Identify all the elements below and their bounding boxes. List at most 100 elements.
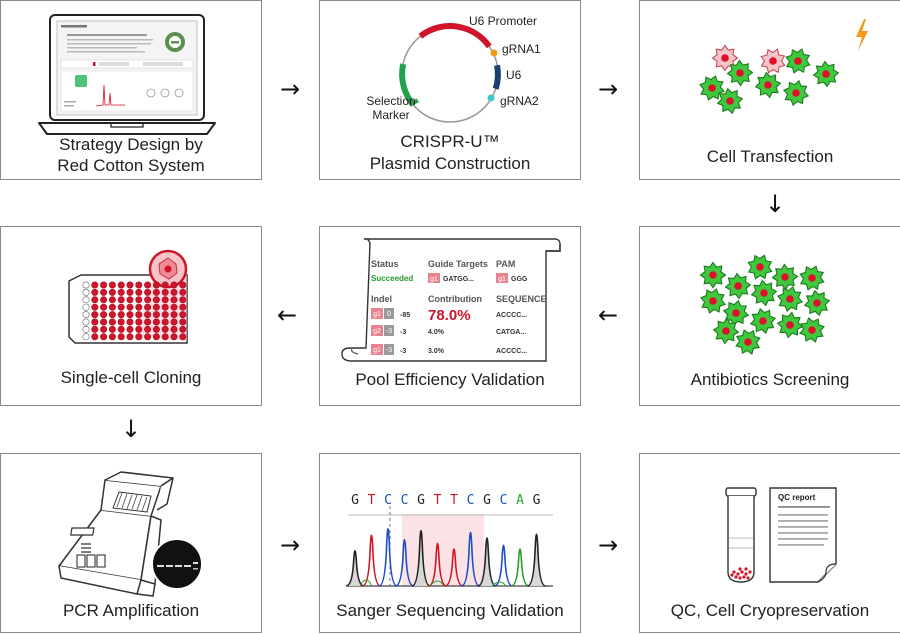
plate-well bbox=[108, 333, 116, 341]
plate-well bbox=[126, 325, 134, 333]
plate-well bbox=[117, 333, 125, 341]
trace-peak bbox=[461, 531, 480, 587]
plate-well bbox=[82, 303, 90, 311]
plate-well bbox=[126, 303, 134, 311]
arrow-right-1: → bbox=[280, 75, 301, 103]
base-label: G bbox=[417, 493, 425, 508]
svg-text:ACCCC...: ACCCC... bbox=[496, 348, 527, 355]
caption-qc: QC, Cell Cryopreservation bbox=[670, 601, 870, 620]
u6-promoter-segment bbox=[418, 23, 492, 49]
pam-value: GGG bbox=[511, 276, 528, 283]
plate-well bbox=[152, 318, 160, 326]
plate-well bbox=[91, 296, 99, 304]
plate-well bbox=[170, 325, 178, 333]
plate-well bbox=[170, 296, 178, 304]
arrow-right-4: → bbox=[598, 531, 619, 559]
plate-well bbox=[161, 333, 169, 341]
svg-text:CATGA...: CATGA... bbox=[496, 329, 526, 336]
plate-well bbox=[108, 325, 116, 333]
arrow-left-1: ← bbox=[277, 301, 298, 329]
plate-well bbox=[135, 333, 143, 341]
plate-well bbox=[108, 311, 116, 319]
plate-well bbox=[108, 296, 116, 304]
panel-qc-cryopreservation: QC report QC, Cell Cryopreservation bbox=[639, 453, 900, 633]
plate-well bbox=[152, 311, 160, 319]
plate-well bbox=[161, 311, 169, 319]
indel-header: Indel bbox=[371, 294, 392, 304]
plate-well bbox=[100, 311, 108, 319]
plate-well bbox=[161, 296, 169, 304]
base-label: A bbox=[516, 493, 524, 508]
well-plate bbox=[68, 249, 188, 344]
label-marker: Marker bbox=[372, 108, 409, 122]
caption-pcr: PCR Amplification bbox=[62, 601, 200, 620]
caption-antibiotics: Antibiotics Screening bbox=[690, 370, 850, 389]
plate-well bbox=[152, 281, 160, 289]
base-label: T bbox=[434, 493, 442, 508]
base-label: C bbox=[500, 493, 508, 508]
plate-well bbox=[179, 281, 187, 289]
plate-well bbox=[135, 311, 143, 319]
base-label: G bbox=[483, 493, 491, 508]
plate-well bbox=[82, 296, 90, 304]
lightning-icon bbox=[856, 19, 868, 51]
base-label: G bbox=[351, 493, 359, 508]
plate-well bbox=[100, 325, 108, 333]
svg-text:g1: g1 bbox=[373, 347, 381, 354]
base-label: G bbox=[533, 493, 541, 508]
plate-well bbox=[179, 318, 187, 326]
trace-peak bbox=[477, 537, 497, 587]
panel-strategy-design: Strategy Design by Red Cotton System bbox=[0, 0, 262, 180]
plate-well bbox=[152, 303, 160, 311]
cryovial-icon bbox=[727, 496, 755, 583]
pam-header: PAM bbox=[496, 259, 515, 269]
contribution-value-1: 78.0% bbox=[428, 307, 471, 324]
svg-text:-3: -3 bbox=[386, 347, 392, 354]
plate-well bbox=[170, 288, 178, 296]
caption-strategy-1: Strategy Design by bbox=[59, 135, 203, 154]
trace-peak bbox=[494, 544, 513, 587]
plate-well bbox=[170, 318, 178, 326]
svg-text:-3: -3 bbox=[386, 328, 392, 335]
plate-well bbox=[108, 303, 116, 311]
plate-well bbox=[179, 333, 187, 341]
plate-well bbox=[82, 281, 90, 289]
plate-well bbox=[117, 325, 125, 333]
plate-well bbox=[100, 318, 108, 326]
label-grna2: gRNA2 bbox=[500, 94, 539, 108]
trace-peak bbox=[395, 538, 414, 587]
plate-well bbox=[161, 303, 169, 311]
plate-well bbox=[117, 288, 125, 296]
report-scroll bbox=[341, 238, 561, 362]
pam-tag: g1 bbox=[498, 276, 506, 283]
panel-antibiotics-screening: Antibiotics Screening bbox=[639, 226, 900, 406]
base-label: C bbox=[467, 493, 475, 508]
label-u6-promoter: U6 Promoter bbox=[469, 14, 537, 28]
guide-tag: g1 bbox=[430, 276, 438, 283]
svg-text:ACCCC...: ACCCC... bbox=[496, 312, 527, 319]
plate-well bbox=[170, 311, 178, 319]
caption-strategy-2: Red Cotton System bbox=[57, 156, 205, 175]
plate-well bbox=[152, 296, 160, 304]
plate-well bbox=[144, 281, 152, 289]
panel-pool-efficiency: Status Succeeded Guide Targets g1 GATGG.… bbox=[319, 226, 581, 406]
plate-well bbox=[82, 333, 90, 341]
arrow-down-1: ↓ bbox=[765, 190, 786, 218]
plate-well bbox=[152, 325, 160, 333]
arrow-left-2: ← bbox=[598, 301, 619, 329]
grna1-marker bbox=[490, 49, 498, 57]
trace-peak bbox=[378, 527, 398, 587]
plasmid-map: U6 Promoter gRNA1 U6 gRNA2 Selection Mar… bbox=[366, 14, 541, 123]
plate-well bbox=[135, 303, 143, 311]
table-row: g1 0 -85 78.0% ACCCC... bbox=[371, 307, 527, 324]
pcr-machine bbox=[58, 471, 203, 597]
plate-well bbox=[91, 288, 99, 296]
plate-well bbox=[100, 333, 108, 341]
table-row: g2 -3 -3 4.0% CATGA... bbox=[371, 325, 526, 336]
plate-well bbox=[126, 288, 134, 296]
plate-well bbox=[82, 288, 90, 296]
caption-plasmid-2: Plasmid Construction bbox=[369, 154, 531, 173]
plate-well bbox=[100, 281, 108, 289]
